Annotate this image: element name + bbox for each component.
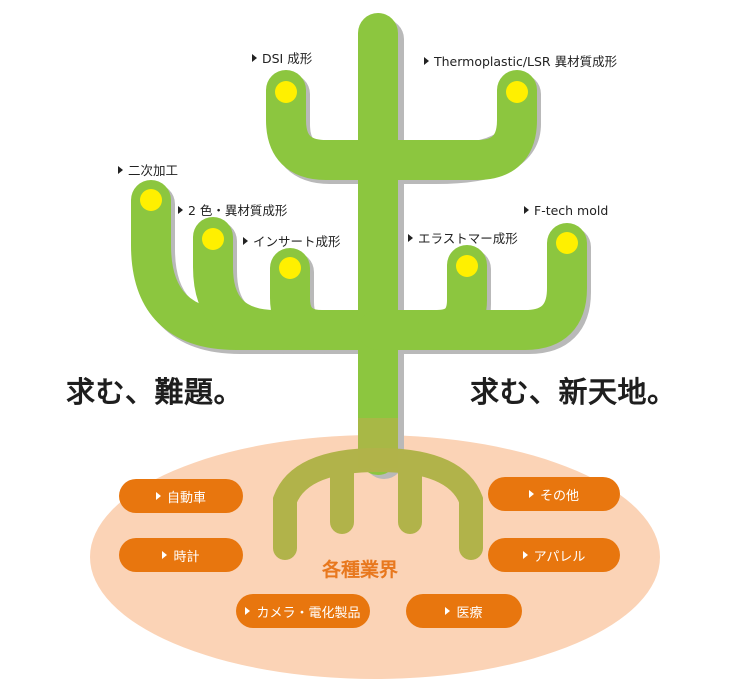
branch-label-dsi[interactable]: DSI 成形 [252,52,312,66]
bud-secondary [140,189,162,211]
triangle-bullet-icon [445,607,451,615]
branch-two-color [193,217,296,350]
upper-branch [266,70,537,180]
bud-two-color [202,228,224,250]
bud-thermoplastic [506,81,528,103]
branch-elastomer [417,245,487,350]
branch-label-insert[interactable]: インサート成形 [243,235,341,249]
branch-label-secondary-processing[interactable]: 二次加工 [118,164,178,178]
trunk-underground [358,418,398,468]
industry-pill-apparel[interactable]: アパレル [488,538,620,572]
triangle-bullet-icon [524,206,529,214]
branch-label-thermoplastic[interactable]: Thermoplastic/LSR 異材質成形 [424,55,617,69]
triangle-bullet-icon [245,607,251,615]
triangle-bullet-icon [118,166,123,174]
triangle-bullet-icon [408,234,413,242]
triangle-bullet-icon [178,206,183,214]
slogan-right: 求む、新天地。 [470,375,677,409]
bud-ftech [556,232,578,254]
branch-label-two-color[interactable]: 2 色・異材質成形 [178,204,287,218]
triangle-bullet-icon [162,551,168,559]
triangle-bullet-icon [424,57,429,65]
triangle-bullet-icon [528,490,534,498]
triangle-bullet-icon [155,492,161,500]
industries-title: 各種業界 [322,559,399,581]
triangle-bullet-icon [252,54,257,62]
branch-ftech [358,223,587,350]
industry-pill-automobile[interactable]: 自動車 [119,479,243,513]
industry-pill-medical[interactable]: 医療 [406,594,522,628]
cactus-body [131,13,587,475]
slogan-left: 求む、難題。 [66,375,244,409]
branch-insert [270,248,342,350]
branch-label-ftech[interactable]: F-tech mold [524,204,608,218]
bud-insert [279,257,301,279]
industry-pill-camera-electronics[interactable]: カメラ・電化製品 [236,594,370,628]
branch-label-elastomer[interactable]: エラストマー成形 [408,232,518,246]
bud-elastomer [456,255,478,277]
bud-dsi [275,81,297,103]
buds [140,81,578,279]
triangle-bullet-icon [522,551,528,559]
triangle-bullet-icon [243,237,248,245]
industry-pill-watch[interactable]: 時計 [119,538,243,572]
industry-pill-other[interactable]: その他 [488,477,620,511]
